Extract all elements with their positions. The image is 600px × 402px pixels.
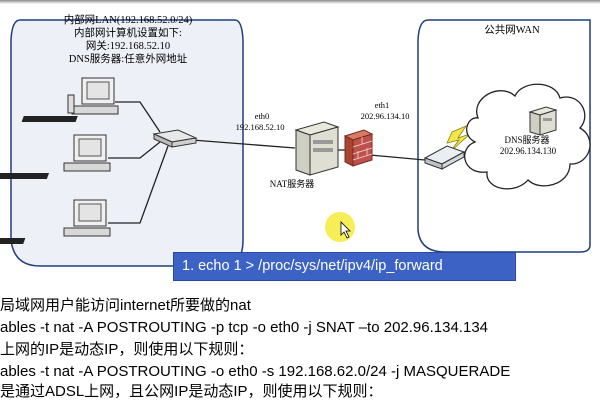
firewall-icon (343, 129, 374, 167)
lightning-icon (446, 125, 471, 153)
wan-title: 公共网WAN (484, 24, 540, 36)
nat-eth0-ip: 192.168.52.10 (236, 122, 285, 132)
lan-config-heading: 内部网计算机设置如下: (74, 26, 182, 39)
nat-eth1-label: eth1 (375, 100, 390, 110)
lan-title: 内部网LAN(192.168.52.0/24) (64, 13, 193, 26)
ip-forward-command-callout: 1. echo 1 > /proc/sys/net/ipv4/ip_forwar… (173, 252, 516, 281)
lan-cables (108, 101, 296, 224)
nat-eth1-ip: 202.96.134.10 (361, 111, 410, 121)
lan-gateway: 网关:192.168.52.10 (86, 39, 170, 52)
internet-cloud (464, 83, 591, 190)
server-icon (294, 121, 340, 176)
dns-server-ip: 202.96.134.130 (500, 146, 557, 156)
pc-icon (0, 199, 111, 244)
nat-server-label: NAT服务器 (270, 178, 315, 189)
dns-server-label: DNS服务器 (504, 134, 549, 145)
switch-icon (152, 129, 198, 148)
note-line: ables -t nat -A POSTROUTING -p tcp -o et… (0, 319, 489, 336)
note-line: 是通过ADSL上网，且公网IP是动态IP，则使用以下规则： (0, 383, 383, 400)
note-line: ables -t nat -A POSTROUTING -o eth0 -s 1… (0, 363, 511, 380)
pc-icon (21, 77, 119, 122)
note-line: 上网的IP是动态IP，则使用以下规则： (0, 341, 254, 358)
lan-dns: DNS服务器:任意外网地址 (69, 52, 188, 65)
pc-icon (0, 134, 111, 179)
note-line: 局域网用户能访问internet所要做的nat (0, 297, 251, 314)
top-shadow (0, 0, 600, 4)
dns-server-icon (528, 106, 558, 136)
nat-eth0-label: eth0 (255, 111, 270, 121)
modem-icon (423, 145, 466, 170)
mouse-pointer-highlight (325, 212, 355, 242)
